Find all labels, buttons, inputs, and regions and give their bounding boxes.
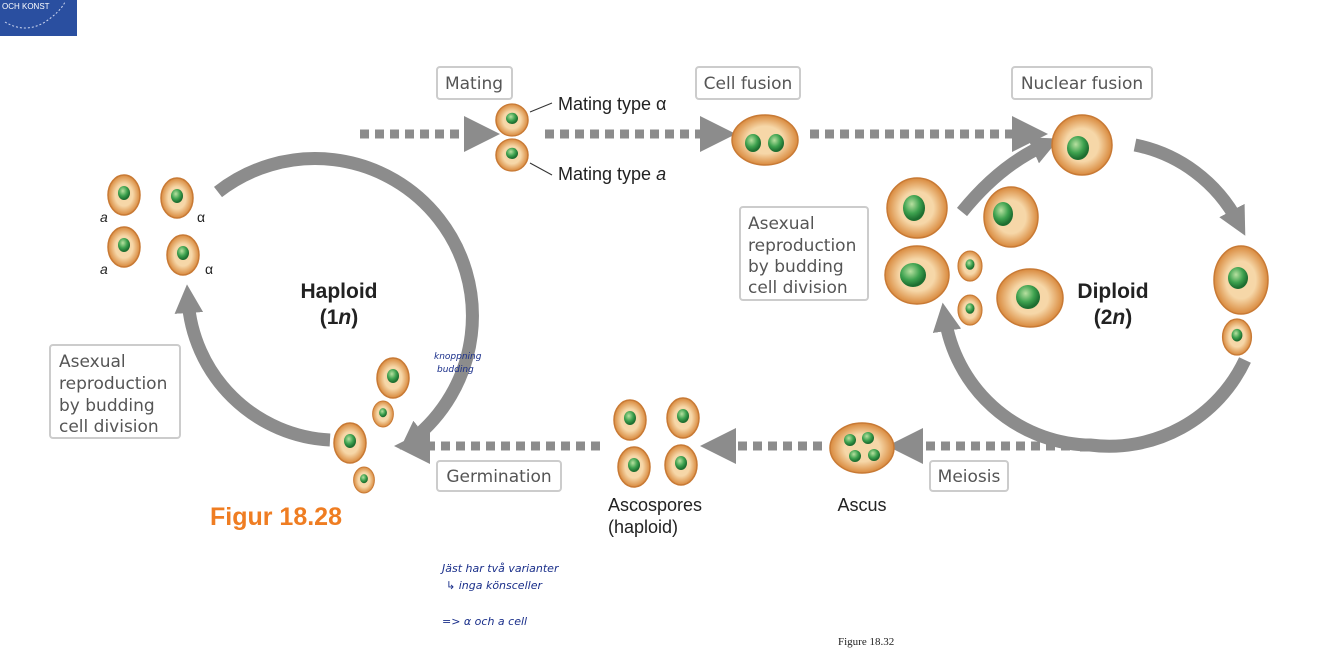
svg-text:by budding: by budding xyxy=(59,396,155,416)
haploid-loop-arrow-right xyxy=(214,152,479,450)
diploid-loop-arrow-left xyxy=(932,302,1086,452)
cycle-arrows xyxy=(174,137,1251,453)
svg-text:Jäst har två varianter: Jäst har två varianter xyxy=(440,562,560,575)
diploid-title: Diploid xyxy=(1077,280,1148,303)
figure-caption: Figure 18.32 xyxy=(838,636,894,648)
meiosis-label: Meiosis xyxy=(938,467,1001,487)
nuclear-fusion-label: Nuclear fusion xyxy=(1021,74,1143,94)
svg-text:budding: budding xyxy=(437,365,474,375)
cell-label-alpha: α xyxy=(205,261,213,277)
handwritten-notes: knoppning budding Jäst har två varianter… xyxy=(434,352,560,628)
svg-text:Asexual: Asexual xyxy=(748,214,815,234)
svg-text:reproduction: reproduction xyxy=(748,236,856,256)
logo: OCH KONST xyxy=(0,0,77,36)
cell-label-alpha: α xyxy=(197,209,205,225)
haploid-ploidy: (1n) xyxy=(320,306,359,329)
ascospores-sublabel: (haploid) xyxy=(608,517,678,537)
ascospores-label: Ascospores xyxy=(608,495,702,515)
svg-text:Asexual: Asexual xyxy=(59,352,126,372)
ascospores-cells xyxy=(613,397,700,488)
haploid-title: Haploid xyxy=(301,280,378,303)
mating-type-alpha-label: Mating type α xyxy=(558,94,666,114)
mating-type-a-label: Mating type a xyxy=(558,164,666,184)
diploid-loop-arrow-bottom xyxy=(1080,357,1251,453)
diploid-ploidy: (2n) xyxy=(1094,306,1133,329)
svg-text:cell division: cell division xyxy=(748,278,848,298)
svg-text:reproduction: reproduction xyxy=(59,374,167,394)
svg-text:cell division: cell division xyxy=(59,417,159,437)
germination-label: Germination xyxy=(446,467,551,487)
diploid-loop-arrow-top xyxy=(1133,138,1246,236)
fused-cell xyxy=(731,114,799,166)
ascus-label: Ascus xyxy=(837,495,886,515)
haploid-loop-arrow-left xyxy=(174,284,331,447)
svg-text:knoppning: knoppning xyxy=(434,352,482,362)
svg-text:by budding: by budding xyxy=(748,257,844,277)
ascus-cell xyxy=(829,422,895,474)
cell-fusion-label: Cell fusion xyxy=(704,74,793,94)
figure-label: Figur 18.28 xyxy=(210,503,342,531)
mating-cells xyxy=(495,102,553,176)
dashed-arrows xyxy=(360,116,1070,464)
haploid-cells xyxy=(107,174,410,494)
svg-text:=> α och a cell: => α och a cell xyxy=(442,615,527,628)
diploid-cells xyxy=(884,114,1269,356)
svg-text:OCH KONST: OCH KONST xyxy=(2,2,50,11)
cell-label-a: a xyxy=(100,209,108,225)
mating-label: Mating xyxy=(445,74,503,94)
cell-label-a: a xyxy=(100,261,108,277)
svg-text:↳ inga könsceller: ↳ inga könsceller xyxy=(446,579,543,592)
